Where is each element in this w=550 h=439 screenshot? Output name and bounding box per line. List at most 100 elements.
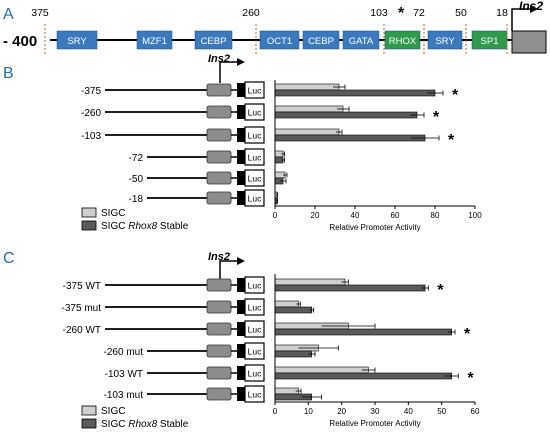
gene-exon-box [206, 278, 232, 292]
spacer-block [237, 344, 245, 358]
legend-c: SIGC SIGC Rhox8 Stable [81, 405, 189, 430]
construct-label: -375 [81, 86, 101, 97]
spacer-block [237, 278, 245, 292]
construct-label: -103 mut [104, 390, 144, 401]
construct-label: -375 WT [63, 281, 101, 292]
transcription-arrow-a [511, 8, 533, 31]
panel-b-letter: B [3, 65, 14, 82]
construct-label: -72 [129, 153, 144, 164]
gene-exon-box [206, 171, 232, 185]
x-axis-title: Relative Promoter Activity [329, 419, 420, 428]
significance-star: * [433, 109, 440, 126]
luc-label: Luc [248, 347, 262, 357]
transcription-arrow-b [219, 61, 240, 83]
spacer-block [237, 387, 245, 401]
position-label: 50 [455, 7, 467, 19]
position-label: 260 [242, 7, 260, 19]
significance-star: * [437, 282, 444, 299]
luc-reporter-box [244, 126, 265, 144]
construct-label: -50 [129, 174, 144, 185]
luc-reporter-box [244, 148, 265, 166]
gene-exon-box [206, 300, 232, 314]
luc-label: Luc [248, 281, 262, 291]
spacer-block [237, 83, 245, 97]
luc-label: Luc [248, 153, 262, 163]
legend-label-sigc: SIGC [101, 406, 125, 417]
x-tick-label: 0 [273, 211, 278, 220]
binding-site-cebp [194, 30, 233, 50]
binding-site-label: MZF1 [142, 36, 167, 47]
x-tick-label: 20 [311, 211, 320, 220]
gene-exon-box [206, 366, 232, 380]
luc-label: Luc [248, 325, 262, 335]
position-label: 103 [370, 7, 388, 19]
luc-reporter-box [244, 364, 265, 382]
bar-sigc [274, 387, 299, 395]
binding-site-label: OCT1 [267, 36, 292, 47]
position-label: 18 [496, 7, 508, 19]
binding-site-cebp [302, 30, 340, 50]
luc-reporter-box [244, 276, 265, 294]
binding-site-label: CEBP [201, 36, 227, 47]
binding-site-label: SP1 [481, 36, 499, 47]
significance-star: * [448, 132, 455, 149]
transcription-arrowhead-b [237, 58, 245, 66]
gene-label-c: Ins2 [208, 251, 230, 263]
gene-label-b: Ins2 [208, 53, 230, 65]
spacer-block [237, 171, 245, 185]
x-tick-label: 100 [468, 211, 482, 220]
spacer-block [237, 366, 245, 380]
bar-rhox8-stable [274, 306, 312, 314]
x-axis-title: Relative Promoter Activity [329, 223, 420, 232]
legend-label-sigc: SIGC [101, 208, 125, 219]
luc-reporter-box [244, 342, 265, 360]
bar-rhox8-stable [274, 134, 426, 142]
gene-exon-box [206, 105, 232, 119]
bar-rhox8-stable [274, 284, 426, 292]
luc-reporter-box [244, 298, 265, 316]
luc-label: Luc [248, 303, 262, 313]
position-label: 72 [413, 7, 425, 19]
legend-swatch-light [81, 207, 97, 218]
x-tick-label: 20 [337, 407, 346, 416]
binding-site-label: CEBP [308, 36, 334, 47]
transcription-arrowhead-c [237, 257, 245, 265]
binding-site-label: SRY [435, 36, 455, 47]
gene-exon-box [206, 387, 232, 401]
construct-label: -260 [81, 108, 101, 119]
position-markers: 375 260 103 72 50 18 [31, 7, 508, 56]
bar-sigc [274, 83, 340, 91]
luc-reporter-box [244, 385, 265, 403]
bar-rhox8-stable [274, 89, 436, 97]
construct-label: -375 mut [62, 303, 102, 314]
spacer-block [237, 300, 245, 314]
x-tick-label: 30 [371, 407, 380, 416]
construct-label: -260 WT [63, 325, 101, 336]
position-label: 375 [31, 7, 49, 19]
spacer-block [237, 128, 245, 142]
transcription-arrow-c [219, 260, 240, 282]
luc-label: Luc [248, 86, 262, 96]
binding-site-oct1 [259, 30, 300, 50]
x-tick-label: 10 [304, 407, 313, 416]
luc-label: Luc [248, 131, 262, 141]
luc-label: Luc [248, 194, 262, 204]
legend-label-stable: SIGC Rhox8 Stable [101, 221, 189, 232]
rhox-site-star: * [398, 5, 405, 22]
significance-star: * [467, 370, 474, 387]
luc-reporter-box [244, 169, 265, 187]
luc-reporter-box [244, 103, 265, 121]
gene-exon-box [206, 191, 232, 205]
construct-label: -18 [129, 194, 144, 205]
significance-star: * [452, 87, 459, 104]
panel-c-letter: C [3, 250, 15, 267]
binding-site-label: RHOX [389, 36, 417, 47]
gene-exon-box [206, 322, 232, 336]
construct-label: -260 mut [104, 347, 144, 358]
spacer-block [237, 150, 245, 164]
